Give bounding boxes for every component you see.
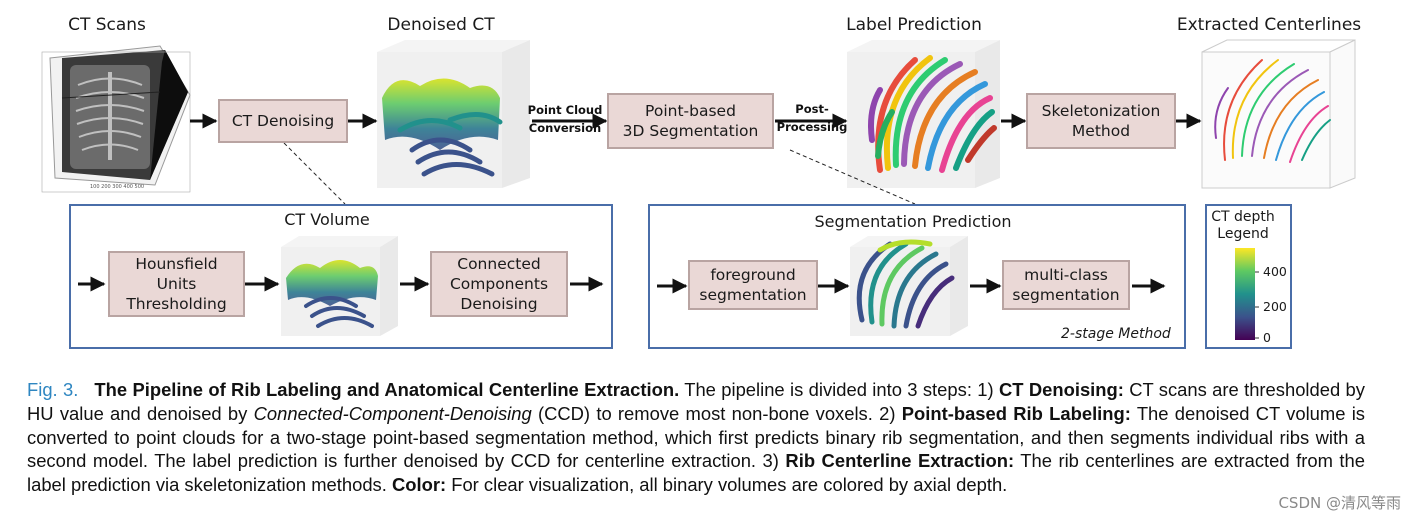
foreground-segmentation-box: foreground segmentation: [688, 260, 818, 310]
multi-class-segmentation-box: multi-class segmentation: [1002, 260, 1130, 310]
stage-title-extracted-centerlines: Extracted Centerlines: [1176, 15, 1362, 35]
caption-text-3: (CCD) to remove most non-bone voxels. 2): [531, 402, 902, 424]
panel-arrows: [78, 276, 1166, 294]
legend-tick-200: 200: [1263, 299, 1287, 314]
denoised-ct-image: [377, 40, 530, 188]
point-cloud-conversion-label: Point Cloud Conversion: [527, 103, 603, 135]
legend-title: CT depth Legend: [1211, 209, 1275, 242]
ct-scan-image: 100 200 300 400 500: [41, 45, 191, 193]
caption-bold-4: Color:: [391, 474, 447, 496]
colorbar-ticks: [1255, 271, 1259, 339]
stage-title-ct-scans: CT Scans: [68, 15, 146, 35]
caption-bold-2: Point-based Rib Labeling:: [901, 402, 1131, 424]
dashed-connectors: [283, 142, 916, 205]
post-processing-label: Post- Processing: [776, 102, 848, 134]
ct-volume-title: CT Volume: [284, 210, 370, 229]
caption-title: The Pipeline of Rib Labeling and Anatomi…: [94, 379, 680, 400]
segmentation-cube-image: [850, 236, 968, 336]
ct-depth-colorbar: [1235, 248, 1255, 340]
legend-tick-400: 400: [1263, 264, 1287, 279]
ct-volume-panel: [69, 204, 613, 349]
hounsfield-thresholding-box: Hounsfield Units Thresholding: [108, 251, 245, 317]
point-based-segmentation-box: Point-based 3D Segmentation: [607, 93, 774, 149]
caption-text-1: The pipeline is divided into 3 steps: 1): [679, 379, 999, 400]
ct-volume-cube-image: [281, 236, 398, 336]
figure-caption: Fig. 3. The Pipeline of Rib Labeling and…: [27, 378, 1365, 497]
skeletonization-method-box: Skeletonization Method: [1026, 93, 1176, 149]
svg-text:100 200 300 400 500: 100 200 300 400 500: [90, 184, 144, 190]
connected-components-denoising-box: Connected Components Denoising: [430, 251, 568, 317]
segmentation-prediction-title: Segmentation Prediction: [814, 212, 1012, 231]
segmentation-prediction-panel: [648, 204, 1186, 349]
caption-text-4: The denoised CT volume is converted to p…: [27, 402, 1365, 472]
legend-tick-0: 0: [1263, 330, 1271, 345]
label-prediction-image: [847, 40, 1000, 188]
caption-italic-1: Connected-Component-Denoising: [253, 402, 532, 424]
stage-title-denoised-ct: Denoised CT: [387, 15, 495, 35]
figure-label: Fig. 3.: [27, 379, 79, 400]
caption-text-5: The rib centerlines are extracted from t…: [27, 450, 1365, 496]
centerlines-image: [1201, 39, 1356, 189]
ct-denoising-box: CT Denoising: [218, 99, 348, 143]
two-stage-method-label: 2-stage Method: [1061, 326, 1171, 342]
caption-text-6: For clear visualization, all binary volu…: [446, 474, 1008, 496]
watermark: CSDN @清风等雨: [1278, 494, 1401, 512]
legend-panel: [1205, 204, 1292, 349]
caption-bold-3: Rib Centerline Extraction:: [785, 450, 1015, 472]
stage-title-label-prediction: Label Prediction: [846, 15, 982, 35]
caption-text-2: CT scans are thresholded by HU value and…: [27, 379, 1365, 424]
caption-bold-1: CT Denoising:: [998, 379, 1124, 400]
